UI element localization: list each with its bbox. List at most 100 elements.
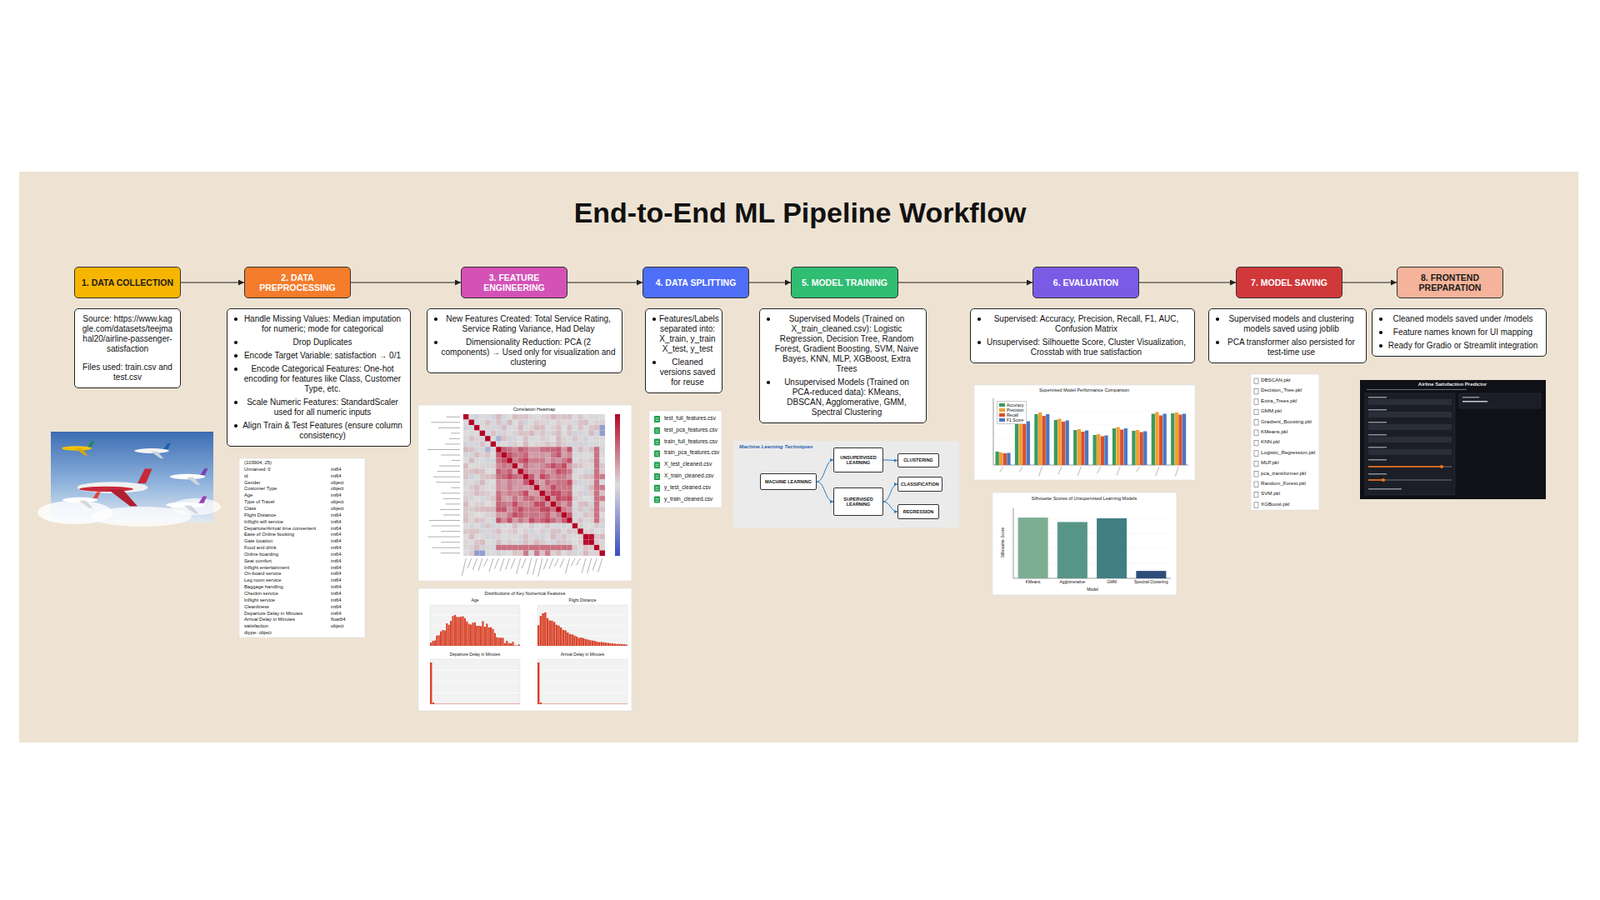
heatmap-cell [506, 446, 513, 453]
heatmap-cell [485, 517, 491, 524]
histogram-bar [471, 622, 474, 646]
heatmap-cell [583, 517, 590, 524]
description-text: Handle Missing Values: Median imputation… [233, 314, 405, 335]
table-cell: int64 [330, 492, 342, 499]
histogram-bar [562, 703, 565, 705]
heatmap-cell [506, 414, 513, 420]
legend-text: F1 Score [1006, 417, 1024, 423]
ui-screenshot [1368, 465, 1442, 468]
tick-mark [570, 558, 575, 566]
heatmap-cell [480, 523, 486, 530]
heatmap-cell [485, 490, 491, 497]
heatmap-cell [506, 425, 513, 431]
box-label: UNSUPERVISED LEARNING [836, 455, 880, 466]
heatmap-cell [594, 463, 600, 470]
heatmap-cell [523, 512, 530, 519]
performance-bar [1124, 428, 1128, 465]
heatmap-cell [588, 523, 595, 530]
heatmap-cell [583, 446, 590, 453]
histogram-bar [488, 703, 490, 705]
heatmap-cell [599, 517, 605, 524]
legend-entry: F1 Score [999, 417, 1025, 423]
histogram-bar [614, 643, 616, 646]
heatmap-cell [485, 430, 491, 437]
heatmap-cell [528, 485, 535, 491]
file-name: Extra_Trees.pkl [1260, 397, 1297, 404]
histogram-bar [465, 621, 468, 646]
box-label: 1. DATA COLLECTION [81, 277, 174, 288]
heatmap-cell [517, 441, 524, 448]
histogram-bar [432, 702, 435, 705]
histogram-bar [573, 635, 575, 646]
heatmap-cell [474, 539, 480, 545]
performance-bar [1100, 436, 1105, 466]
heatmap-cell [474, 463, 480, 470]
heatmap-cell [572, 414, 579, 420]
tick-mark [560, 558, 565, 568]
histogram-bar [438, 635, 440, 646]
heatmap-cell [469, 523, 475, 530]
colorbar [615, 414, 620, 556]
heatmap-cell [588, 430, 595, 437]
heatmap-cell [550, 425, 557, 431]
heatmap-cell [517, 550, 524, 556]
table-cell: Cleanliness [244, 604, 270, 610]
histogram-bar [586, 639, 589, 646]
heatmap-cell [555, 446, 562, 453]
histogram-bar [440, 631, 442, 646]
heatmap-cell [485, 452, 491, 459]
heatmap-cell [540, 495, 546, 502]
heatmap-cell [474, 517, 480, 524]
heatmap-cell [588, 495, 595, 502]
heatmap-cell [555, 430, 562, 437]
histogram-bar [537, 662, 540, 705]
heatmap-cell [512, 479, 519, 485]
heatmap-cell [555, 414, 562, 420]
step-description: Features/Labels separated into: X_train,… [645, 308, 723, 394]
heatmap-cell [501, 414, 508, 420]
histogram-bar [602, 703, 605, 705]
heatmap-cell [506, 534, 513, 540]
histogram-bar [594, 703, 596, 705]
tick-mark [445, 443, 460, 445]
heatmap-cell [490, 495, 497, 502]
tick-mark [1136, 466, 1140, 472]
histogram-bar [500, 703, 502, 705]
heatmap-cell [594, 414, 600, 420]
heatmap-cell [583, 414, 590, 420]
histogram-bar [445, 623, 448, 646]
heatmap-cell [512, 534, 519, 540]
heatmap-cell [485, 463, 491, 470]
heatmap-cell [583, 479, 590, 485]
airplane-photo [184, 505, 200, 515]
heatmap-cell [534, 534, 540, 540]
file-name: Random_Forest.pkl [1260, 480, 1306, 486]
heatmap-cell [566, 534, 573, 540]
heatmap-cell [490, 463, 497, 470]
heatmap-cell [495, 425, 502, 431]
heatmap-cell [545, 468, 551, 475]
histogram-bar [620, 703, 623, 705]
heatmap-cell [555, 463, 562, 470]
file-icon [654, 439, 660, 446]
tick-mark [1039, 466, 1043, 476]
histogram-bar [434, 703, 436, 705]
heatmap-cell [561, 512, 568, 519]
histogram-bar [513, 703, 515, 705]
table-cell: Inflight service [244, 597, 275, 604]
tick-mark [435, 481, 460, 483]
heatmap-cell [594, 550, 600, 556]
heatmap-cell [517, 528, 524, 535]
heatmap-cell [555, 495, 562, 502]
heatmap-cell [490, 420, 497, 426]
histogram-bar [546, 703, 549, 705]
axis-line [993, 398, 995, 465]
heatmap-cell [566, 490, 573, 497]
heatmap-cell [572, 479, 579, 485]
legend-text: Accuracy [1006, 402, 1025, 408]
heatmap-cell [480, 414, 486, 420]
histogram-bar [571, 634, 574, 646]
heatmap-cell [490, 523, 497, 530]
heatmap-cell [490, 490, 497, 497]
